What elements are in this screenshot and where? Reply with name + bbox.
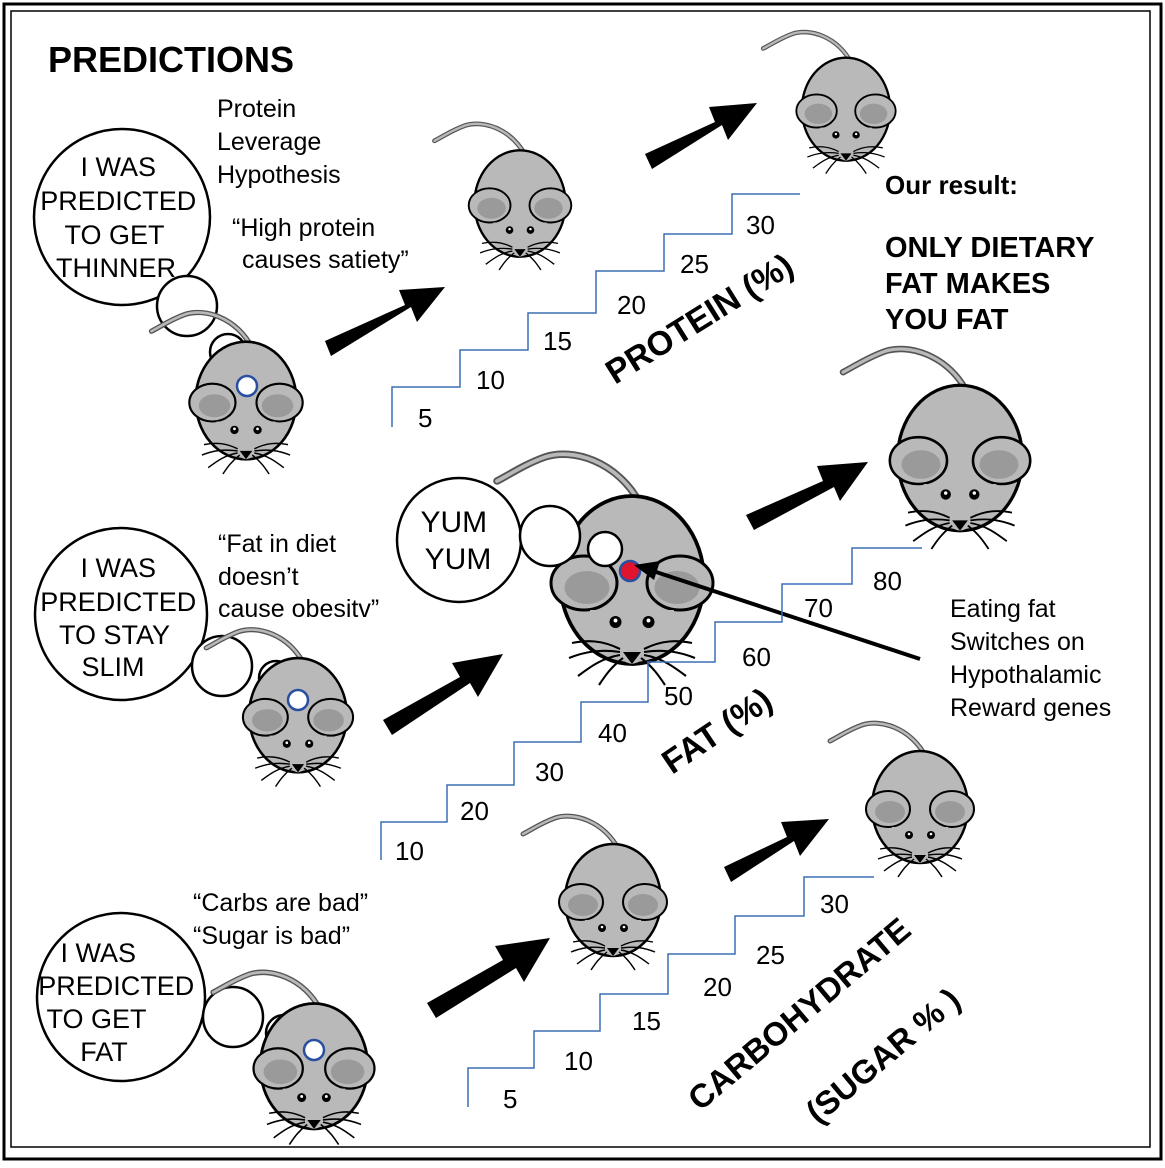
fat-start-mouse: [206, 630, 353, 787]
protein-arrow-2: [645, 103, 757, 169]
fat-arrow-1: [383, 654, 503, 735]
fat-step-label: 30: [535, 757, 564, 787]
carb-step-label: 5: [503, 1084, 517, 1114]
brain-marker: [286, 688, 310, 712]
fat-step-label: 70: [804, 593, 833, 623]
fat-step-label: 50: [664, 681, 693, 711]
yum-speech-bubble: YUM YUM: [395, 476, 624, 604]
protein-staircase: [391, 193, 800, 427]
hypothesis-label: Protein Leverage Hypothesis: [217, 95, 341, 189]
brain-marker: [302, 1038, 326, 1062]
svg-text:YUM YUM: YUM YUM: [420, 506, 495, 576]
result-label: Our result:: [885, 170, 1018, 200]
reward-pointer-line: [649, 568, 921, 661]
carb-quote: “Carbs are bad” “Sugar is bad”: [193, 889, 375, 950]
protein-step-label: 20: [617, 290, 646, 320]
protein-step-label: 25: [680, 249, 709, 279]
carb-step-label: 30: [820, 889, 849, 919]
carb-arrow-1: [427, 938, 550, 1018]
svg-text:I WAS PREDICTED TO: I WAS PREDICTED TO GET FAT: [38, 938, 202, 1067]
fat-arrow-2: [746, 462, 868, 530]
fat-staircase: [380, 547, 922, 860]
fat-step-label: 40: [598, 718, 627, 748]
protein-arrow-1: [325, 287, 445, 356]
carb-staircase: [467, 876, 874, 1107]
result-statement: ONLY DIETARY FAT MAKES YOU FAT: [885, 232, 1102, 336]
protein-step-label: 5: [418, 403, 432, 433]
protein-quote: “High protein causes satiety”: [232, 214, 409, 274]
svg-text:I WAS PREDICTED TO: I WAS PREDICTED TO STAY SLIM: [40, 553, 204, 682]
fat-step-label: 80: [873, 566, 902, 596]
carb-step-label: 15: [632, 1006, 661, 1036]
carb-step-label: 25: [756, 940, 785, 970]
protein-step-label: 30: [746, 210, 775, 240]
reward-note: Eating fat Switches on Hypothalamic Rewa…: [950, 595, 1111, 722]
hypothalamus-marker: [618, 559, 642, 583]
carb-step-labels: 5 10 15 20 25 30: [503, 889, 849, 1114]
carb-arrow-2: [724, 819, 829, 882]
slim-speech-bubble: I WAS PREDICTED TO STAY SLIM: [33, 526, 295, 702]
fat-step-labels: 10 20 30 40 50 60 70 80: [395, 566, 902, 866]
svg-text:I WAS PREDICTED TO: I WAS PREDICTED TO GET THINNER: [40, 152, 204, 283]
carb-step-label: 20: [703, 972, 732, 1002]
inner-frame: [10, 10, 1151, 1148]
carb-start-mouse: [213, 972, 374, 1144]
protein-start-mouse: [152, 312, 303, 474]
brain-marker: [235, 374, 259, 398]
fat-step-label: 10: [395, 836, 424, 866]
protein-step-label: 15: [543, 326, 572, 356]
fat-step-label: 20: [460, 796, 489, 826]
protein-step-labels: 5 10 15 20 25 30: [418, 210, 775, 433]
fat-quote: “Fat in diet doesn’t cause obesitv”: [218, 530, 379, 623]
thinner-speech-bubble: I WAS PREDICTED TO GET THINNER: [32, 127, 248, 372]
page-title: PREDICTIONS: [48, 39, 294, 80]
protein-step-label: 10: [476, 365, 505, 395]
reward-pointer-head: [634, 561, 660, 580]
fat-step-label: 60: [742, 642, 771, 672]
carb-step-label: 10: [564, 1046, 593, 1076]
